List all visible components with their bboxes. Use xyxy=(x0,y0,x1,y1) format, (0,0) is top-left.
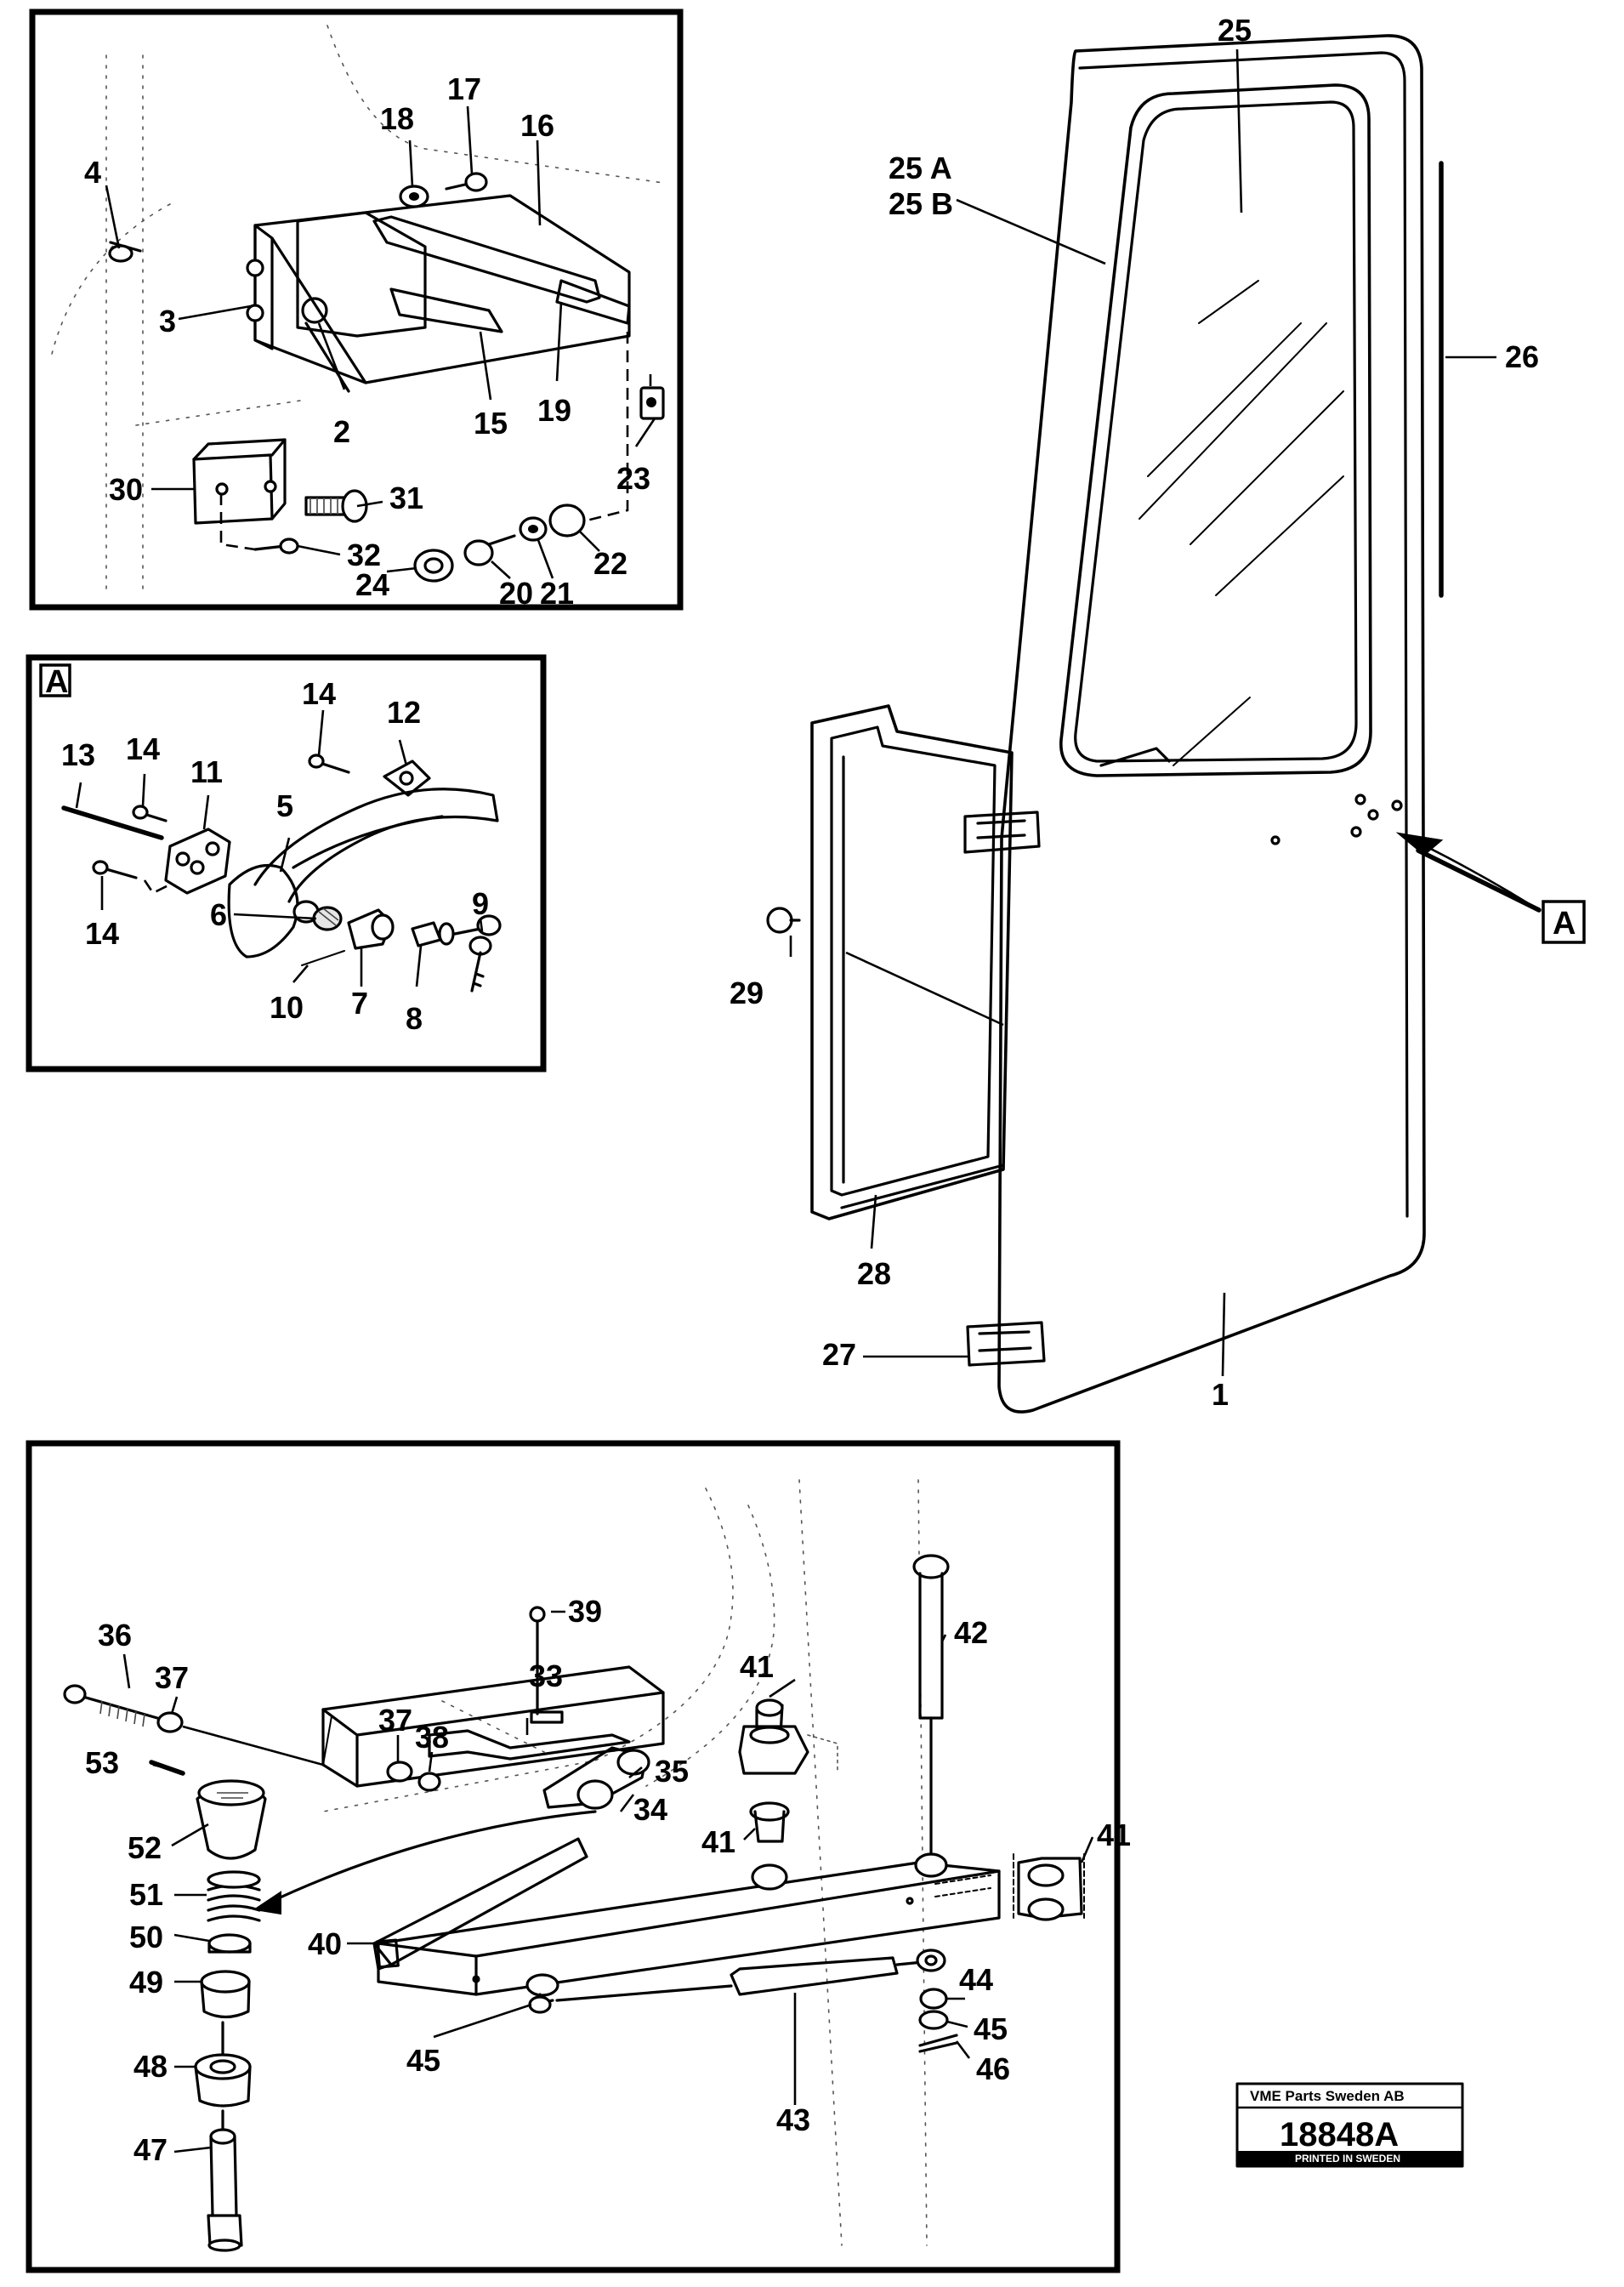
stamp-printed-note: PRINTED IN SWEDEN xyxy=(1295,2153,1400,2165)
callout-11: 11 xyxy=(190,754,223,789)
callout-42: 42 xyxy=(954,1615,988,1650)
title-stamp: VME Parts Sweden AB 18848A PRINTED IN SW… xyxy=(1235,2082,1464,2168)
callout-30: 30 xyxy=(109,472,143,507)
callout-5: 5 xyxy=(276,788,293,823)
callout-18: 18 xyxy=(380,101,414,136)
callout-7: 7 xyxy=(351,986,368,1021)
callout-14-mid: 14 xyxy=(126,731,160,766)
door-assembly: A 25 25 A 25 B 26 29 28 27 1 xyxy=(730,13,1586,1414)
callout-36: 36 xyxy=(98,1618,132,1653)
callout-27: 27 xyxy=(822,1337,856,1372)
callout-28: 28 xyxy=(857,1256,891,1291)
callout-20: 20 xyxy=(499,576,533,611)
callout-39: 39 xyxy=(568,1594,602,1629)
callout-37-left: 37 xyxy=(155,1660,189,1695)
callout-34: 34 xyxy=(633,1792,667,1827)
callout-48: 48 xyxy=(133,2049,168,2084)
callout-24: 24 xyxy=(355,567,389,602)
detail-a-panel: A xyxy=(26,654,547,1072)
callout-44: 44 xyxy=(959,1962,993,1997)
callout-25: 25 xyxy=(1218,13,1252,48)
callout-21: 21 xyxy=(540,576,574,611)
callout-31: 31 xyxy=(389,481,423,515)
callout-33: 33 xyxy=(529,1658,563,1693)
callout-25b: 25 B xyxy=(889,186,953,221)
lock-mechanism-panel: 4 3 2 15 19 16 18 17 23 30 31 32 24 20 2… xyxy=(29,9,684,611)
detail-a-inset-label: A xyxy=(45,664,68,700)
callout-45-left: 45 xyxy=(406,2043,440,2078)
callout-41-top: 41 xyxy=(740,1649,774,1684)
door-stay-panel: 36 37 37 38 39 33 35 34 53 52 51 50 49 4… xyxy=(26,1440,1131,2273)
callout-2: 2 xyxy=(333,414,350,449)
callout-38: 38 xyxy=(415,1720,449,1755)
callout-25a: 25 A xyxy=(889,151,952,185)
callout-3: 3 xyxy=(159,304,176,338)
callout-50: 50 xyxy=(129,1920,163,1954)
callout-47: 47 xyxy=(133,2132,168,2167)
callout-14-bottom: 14 xyxy=(85,916,119,951)
callout-10: 10 xyxy=(270,990,304,1025)
callout-46: 46 xyxy=(976,2051,1010,2086)
callout-43: 43 xyxy=(776,2102,810,2137)
callout-9: 9 xyxy=(472,886,489,921)
stamp-drawing-number: 18848A xyxy=(1280,2116,1399,2153)
callout-6: 6 xyxy=(210,897,227,932)
callout-32: 32 xyxy=(347,538,381,572)
callout-51: 51 xyxy=(129,1877,163,1912)
callout-26: 26 xyxy=(1505,339,1539,374)
callout-49: 49 xyxy=(129,1965,163,2000)
callout-14-top: 14 xyxy=(302,676,336,711)
callout-15: 15 xyxy=(474,406,508,441)
callout-16: 16 xyxy=(520,108,554,143)
callout-1: 1 xyxy=(1212,1377,1229,1412)
callout-45-right: 45 xyxy=(974,2011,1008,2046)
callout-29: 29 xyxy=(730,976,764,1010)
stamp-company: VME Parts Sweden AB xyxy=(1250,2088,1405,2104)
callout-12: 12 xyxy=(387,695,421,730)
callout-22: 22 xyxy=(593,546,627,581)
callout-23: 23 xyxy=(616,461,650,496)
callout-53: 53 xyxy=(85,1745,119,1780)
detail-a-pointer-label: A xyxy=(1553,906,1576,942)
callout-37-right: 37 xyxy=(378,1703,412,1738)
callout-35: 35 xyxy=(655,1754,689,1789)
callout-41-mid: 41 xyxy=(701,1824,735,1859)
callout-40: 40 xyxy=(308,1926,342,1961)
callout-4: 4 xyxy=(84,155,101,190)
callout-52: 52 xyxy=(128,1830,162,1865)
callout-17: 17 xyxy=(447,71,481,106)
callout-19: 19 xyxy=(537,393,571,428)
callout-41-right: 41 xyxy=(1097,1818,1131,1852)
callout-8: 8 xyxy=(406,1001,423,1036)
callout-13: 13 xyxy=(61,737,95,772)
